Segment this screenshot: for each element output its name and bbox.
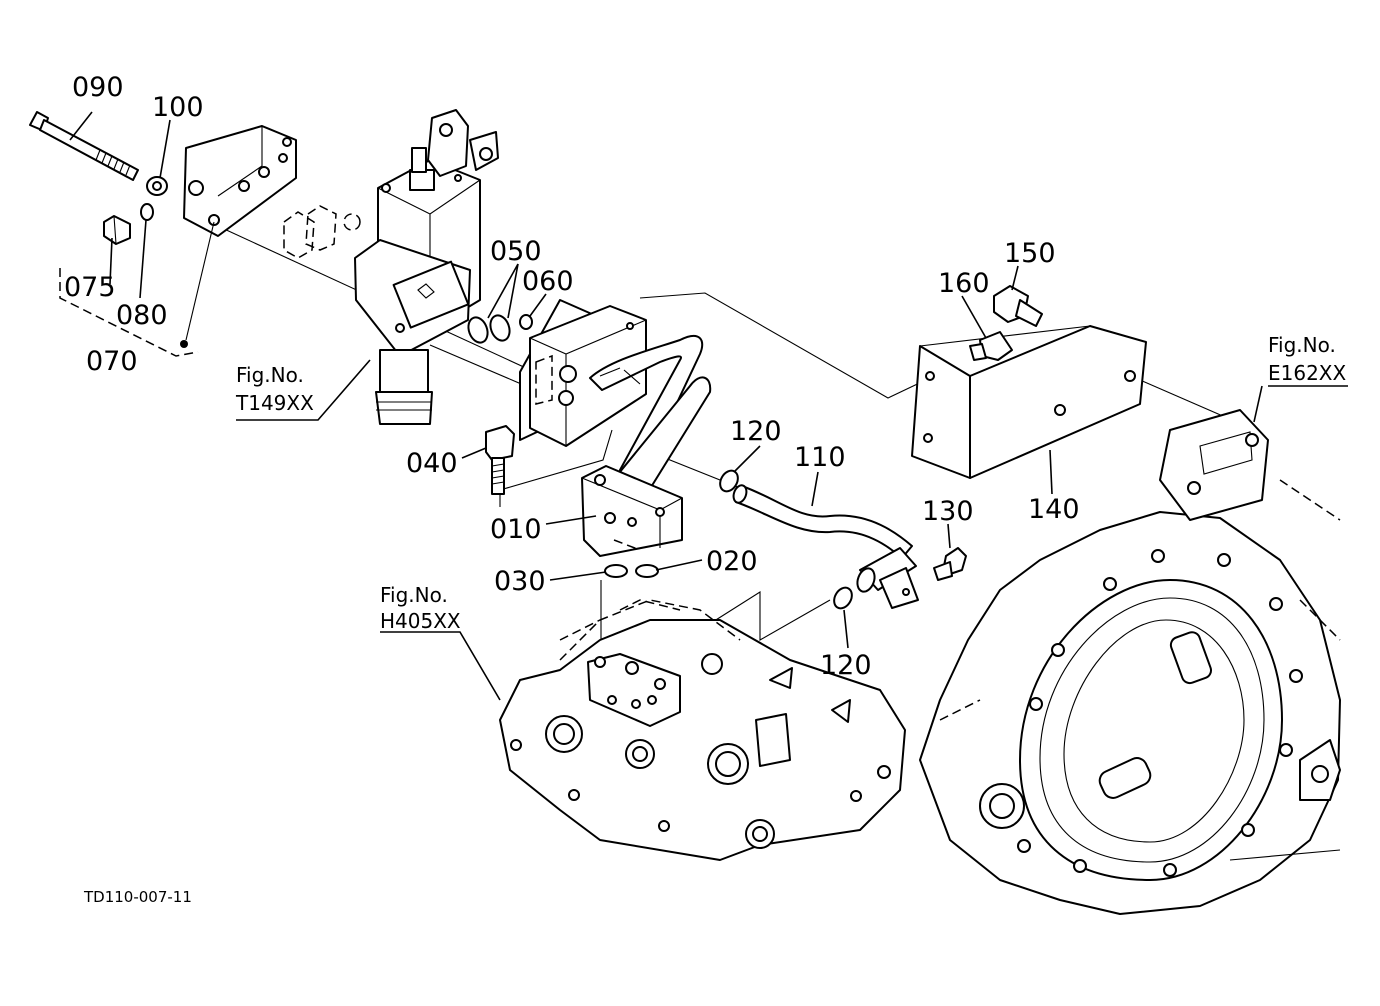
fig-ref-code: E162XX <box>1268 361 1347 385</box>
fig-ref-label: Fig.No. <box>236 363 304 387</box>
fig-ref-code: H405XX <box>380 609 461 633</box>
callout-030[interactable]: 030 <box>494 566 546 597</box>
callout-120-lower[interactable]: 120 <box>820 650 872 681</box>
part-060-o-ring[interactable] <box>519 314 533 330</box>
callout-050[interactable]: 050 <box>490 236 542 267</box>
callout-130[interactable]: 130 <box>922 496 974 527</box>
part-075-plug[interactable] <box>103 215 131 245</box>
part-030-o-ring[interactable] <box>604 564 628 578</box>
callout-150[interactable]: 150 <box>1004 238 1056 269</box>
fig-ref-label: Fig.No. <box>1268 333 1336 357</box>
transmission-case <box>919 409 1341 915</box>
callout-075[interactable]: 075 <box>64 272 116 303</box>
figure-references: Fig.No. T149XX Fig.No. H405XX Fig.No. E1… <box>235 333 1347 633</box>
callout-080[interactable]: 080 <box>116 300 168 331</box>
callout-110[interactable]: 110 <box>794 442 846 473</box>
callout-020[interactable]: 020 <box>706 546 758 577</box>
part-160-fitting[interactable] <box>969 331 1013 361</box>
part-080-o-ring[interactable] <box>140 203 154 221</box>
part-050-o-rings[interactable] <box>465 313 513 346</box>
callout-090[interactable]: 090 <box>72 72 124 103</box>
part-040-bolt[interactable] <box>485 425 515 495</box>
callout-numbers: 090 100 075 080 070 050 060 040 010 030 … <box>64 72 1080 681</box>
callout-070[interactable]: 070 <box>86 346 138 377</box>
part-070-plate-assembly[interactable] <box>59 125 297 357</box>
callout-120-upper[interactable]: 120 <box>730 416 782 447</box>
manifold-block-with-pipes[interactable] <box>519 299 712 493</box>
control-valve-assembly <box>283 109 499 425</box>
callout-040[interactable]: 040 <box>406 448 458 479</box>
part-120-o-ring-lower[interactable] <box>831 584 856 611</box>
fig-ref-h405[interactable]: Fig.No. H405XX <box>380 583 461 633</box>
part-020-o-ring[interactable] <box>635 564 659 578</box>
part-010-flange-block[interactable] <box>581 465 683 557</box>
callout-140[interactable]: 140 <box>1028 494 1080 525</box>
fig-ref-code: T149XX <box>235 391 314 415</box>
fig-ref-t149[interactable]: Fig.No. T149XX <box>235 363 314 415</box>
fig-ref-label: Fig.No. <box>380 583 448 607</box>
callout-100[interactable]: 100 <box>152 92 204 123</box>
callout-160[interactable]: 160 <box>938 268 990 299</box>
callout-060[interactable]: 060 <box>522 266 574 297</box>
drawing-code: TD110-007-11 <box>83 888 192 906</box>
hydraulic-housing <box>499 599 906 861</box>
part-090-bolt[interactable] <box>29 111 139 181</box>
part-150-fitting[interactable] <box>993 285 1043 327</box>
fig-ref-e162[interactable]: Fig.No. E162XX <box>1268 333 1347 385</box>
callout-010[interactable]: 010 <box>490 514 542 545</box>
part-130-bolt[interactable] <box>933 547 967 581</box>
callout-leaders <box>69 111 1348 701</box>
part-110-pipe[interactable] <box>731 483 919 609</box>
part-140-bracket[interactable] <box>911 325 1147 479</box>
part-100-washer[interactable] <box>146 176 168 196</box>
